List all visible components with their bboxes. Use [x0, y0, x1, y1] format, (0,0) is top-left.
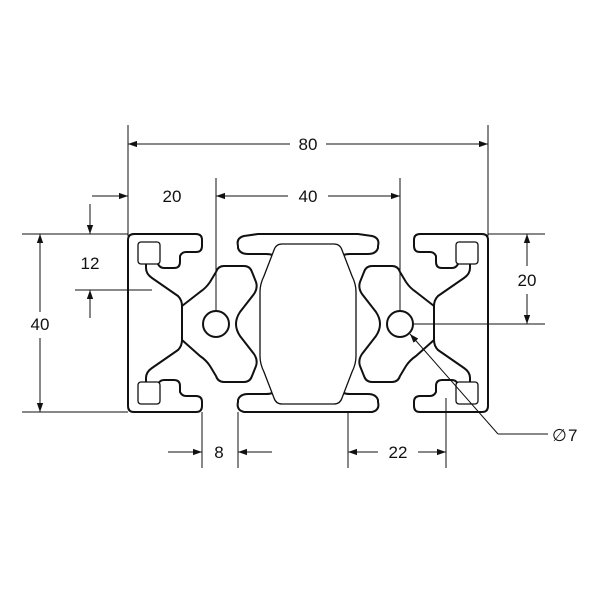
corner-cavity-top-left [137, 241, 161, 265]
corner-cavity-top-right [455, 241, 479, 265]
dim-hole-diameter: 7 [568, 426, 577, 445]
dim-hole-offset: 20 [163, 187, 182, 206]
dimension-labels: 80 20 40 12 40 20 8 22 ∅ 7 [31, 135, 578, 462]
dim-overall-width: 80 [299, 135, 318, 154]
center-cavity [259, 243, 357, 405]
corner-cavity-bottom-right [455, 381, 479, 405]
dim-half-height: 20 [518, 271, 537, 290]
dim-overall-height: 40 [31, 315, 50, 334]
corner-cavity-bottom-left [137, 381, 161, 405]
dim-slot-width: 22 [389, 443, 408, 462]
core-hole-left [202, 310, 230, 338]
dim-hole-spacing: 40 [299, 187, 318, 206]
dim-slot-opening: 8 [214, 443, 223, 462]
extrusion-profile [127, 233, 489, 413]
diameter-symbol: ∅ [552, 426, 567, 445]
dimension-lines [36, 140, 548, 456]
core-hole-right [386, 310, 414, 338]
dim-slot-depth: 12 [81, 254, 100, 273]
